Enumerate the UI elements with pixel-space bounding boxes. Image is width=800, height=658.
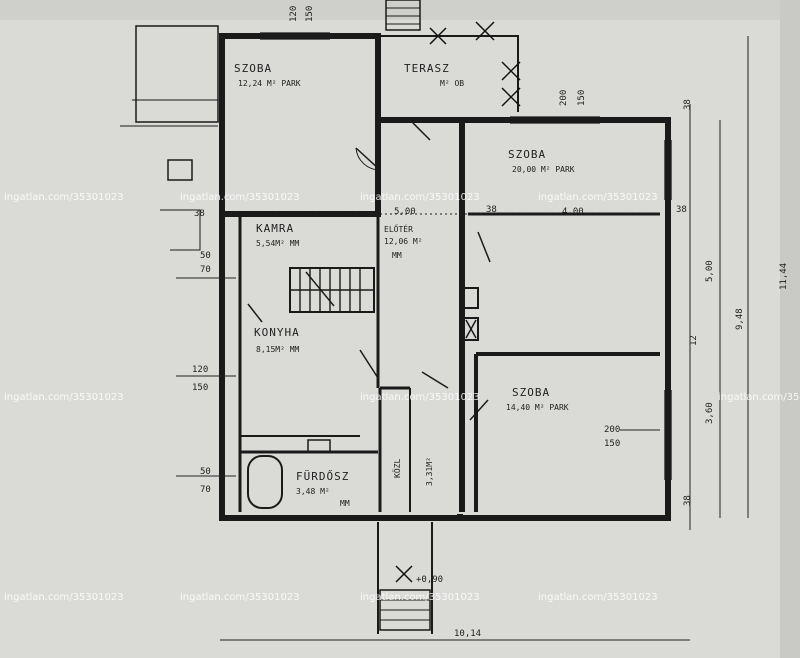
- dim-top-120: 120: [289, 6, 299, 22]
- dim-50-b: 50: [200, 467, 211, 477]
- watermark: ingatlan.com/35301023: [538, 592, 658, 603]
- dim-4-00: 4,00: [562, 207, 584, 217]
- dim-200: 200: [604, 425, 620, 435]
- room-area-szoba-ne: 20,00 M² PARK: [512, 165, 575, 174]
- watermark: ingatlan.com/35301023: [718, 392, 800, 403]
- dim-top-150: 150: [305, 6, 315, 22]
- watermark-layer: ingatlan.com/35301023 ingatlan.com/35301…: [4, 192, 800, 603]
- room-name-szoba-ne: SZOBA: [508, 148, 546, 161]
- dim-38-c: 38: [676, 205, 687, 215]
- dim-38-e: 38: [683, 495, 693, 506]
- dim-150-b: 150: [604, 439, 620, 449]
- room-name-terasz: TERASZ: [404, 62, 450, 75]
- plant-marks: [395, 21, 521, 583]
- dim-step-height: +0,90: [416, 575, 443, 585]
- walls: [120, 0, 672, 634]
- room-floor-eloter: MM: [392, 251, 402, 260]
- room-name-szoba-nw: SZOBA: [234, 62, 272, 75]
- room-floor-furdo: MM: [340, 499, 350, 508]
- dim-70-a: 70: [200, 265, 211, 275]
- room-name-szoba-se: SZOBA: [512, 386, 550, 399]
- room-area-furdo: 3,48 M²: [296, 487, 330, 496]
- room-name-kamra: KAMRA: [256, 222, 294, 235]
- room-area-eloter: 12,06 M²: [384, 237, 423, 246]
- watermark: ingatlan.com/35301023: [538, 192, 658, 203]
- watermark: ingatlan.com/35301023: [4, 592, 124, 603]
- watermark: ingatlan.com/35301023: [360, 192, 480, 203]
- watermark: ingatlan.com/35301023: [360, 592, 480, 603]
- dim-150: 150: [192, 383, 208, 393]
- room-area-szoba-se: 14,40 M² PARK: [506, 403, 569, 412]
- room-area-szoba-nw: 12,24 M² PARK: [238, 79, 301, 88]
- dim-v-9-48: 9,48: [735, 308, 745, 330]
- watermark: ingatlan.com/35301023: [4, 392, 124, 403]
- dim-v-3-60: 3,60: [705, 402, 715, 424]
- dim-38-b: 38: [486, 205, 497, 215]
- dim-38-a: 38: [194, 209, 205, 219]
- dim-5-00: 5,00: [394, 207, 416, 217]
- dim-v-5-00: 5,00: [705, 260, 715, 282]
- dim-total-width: 10,14: [454, 629, 481, 639]
- watermark: ingatlan.com/35301023: [360, 392, 480, 403]
- paper-shadow-right: [780, 0, 800, 658]
- dim-120: 120: [192, 365, 208, 375]
- watermark: ingatlan.com/35301023: [4, 192, 124, 203]
- room-name-furdo: FÜRDŐSZ: [296, 469, 349, 483]
- room-area-konyha: 8,15M² MM: [256, 345, 300, 354]
- room-name-eloter: ELŐTÉR: [384, 223, 413, 234]
- room-area-kozl: 3,31M²: [425, 457, 434, 486]
- watermark: ingatlan.com/35301023: [180, 192, 300, 203]
- room-area-terasz: M² OB: [440, 79, 464, 88]
- dim-50-a: 50: [200, 251, 211, 261]
- dim-70-b: 70: [200, 485, 211, 495]
- dim-v-12: 12: [689, 335, 699, 346]
- watermark: ingatlan.com/35301023: [180, 592, 300, 603]
- dim-ter-150: 150: [577, 90, 587, 106]
- dim-ter-200: 200: [559, 90, 569, 106]
- dim-38-d: 38: [683, 99, 693, 110]
- paper-shadow-top: [0, 0, 800, 20]
- room-name-kozl: KÖZL: [392, 459, 402, 478]
- dim-v-11-44: 11,44: [779, 263, 789, 290]
- room-area-kamra: 5,54M² MM: [256, 239, 300, 248]
- dimension-lines: [176, 36, 749, 641]
- room-name-konyha: KONYHA: [254, 326, 300, 339]
